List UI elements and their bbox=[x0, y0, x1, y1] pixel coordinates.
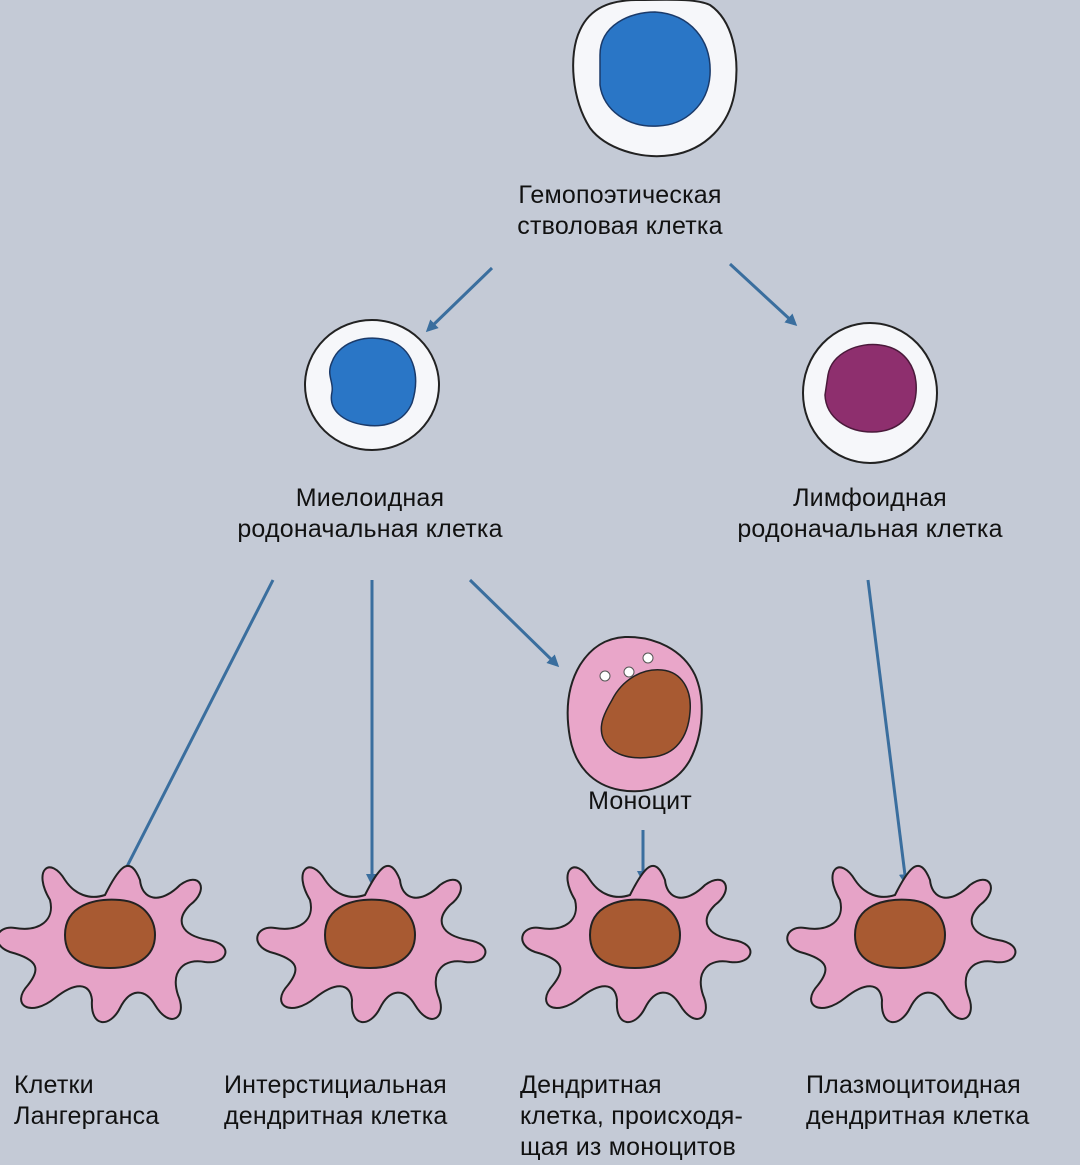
dendritic-cell-plasmacytoid bbox=[787, 866, 1015, 1022]
myeloid-label: Миелоидная родоначальная клетка bbox=[160, 483, 580, 545]
monocyte-cell bbox=[568, 637, 702, 791]
lymphoid-cell-nucleus bbox=[825, 344, 916, 432]
stem-label-line1: Гемопоэтическая bbox=[460, 180, 780, 211]
monocyte-label-text: Моноцит bbox=[560, 786, 720, 817]
interstitial-label: Интерстициальная дендритная клетка bbox=[224, 1070, 524, 1132]
dendritic-cell-langerhans bbox=[0, 866, 225, 1022]
dendritic-cell-interstitial bbox=[257, 866, 485, 1022]
monocyte-derived-label: Дендритная клетка, происходя- щая из мон… bbox=[520, 1070, 810, 1163]
dendritic-cell-monocyte-derived bbox=[522, 866, 750, 1022]
arrow-lymphoid-to-plasmacytoid bbox=[868, 580, 906, 883]
plasmacytoid-label-line1: Плазмоцитоидная bbox=[806, 1070, 1080, 1101]
myeloid-cell bbox=[305, 320, 439, 450]
arrow-stem-to-myeloid bbox=[428, 268, 492, 330]
stem-cell-nucleus bbox=[600, 12, 710, 126]
monocyte-granule bbox=[600, 671, 610, 681]
monocyte-derived-label-line3: щая из моноцитов bbox=[520, 1132, 810, 1163]
interstitial-label-line1: Интерстициальная bbox=[224, 1070, 524, 1101]
myeloid-label-line2: родоначальная клетка bbox=[160, 514, 580, 545]
lymphoid-label-line1: Лимфоидная bbox=[660, 483, 1080, 514]
langerhans-label: Клетки Лангерганса bbox=[14, 1070, 214, 1132]
lymphoid-label-line2: родоначальная клетка bbox=[660, 514, 1080, 545]
stem-label-line2: стволовая клетка bbox=[460, 211, 780, 242]
myeloid-label-line1: Миелоидная bbox=[160, 483, 580, 514]
plasmacytoid-label-line2: дендритная клетка bbox=[806, 1101, 1080, 1132]
myeloid-cell-nucleus bbox=[330, 338, 416, 426]
monocyte-derived-label-line2: клетка, происходя- bbox=[520, 1101, 810, 1132]
stem-cell bbox=[573, 0, 736, 156]
arrows bbox=[115, 264, 906, 890]
monocyte-granule bbox=[643, 653, 653, 663]
langerhans-label-line2: Лангерганса bbox=[14, 1101, 214, 1132]
arrow-myeloid-to-langerhans bbox=[115, 580, 273, 890]
lymphoid-cell bbox=[803, 323, 937, 463]
arrow-myeloid-to-monocyte bbox=[470, 580, 557, 665]
arrow-stem-to-lymphoid bbox=[730, 264, 795, 324]
monocyte-label: Моноцит bbox=[560, 786, 720, 817]
monocyte-derived-label-line1: Дендритная bbox=[520, 1070, 810, 1101]
interstitial-label-line2: дендритная клетка bbox=[224, 1101, 524, 1132]
stem-cell-label: Гемопоэтическая стволовая клетка bbox=[460, 180, 780, 242]
lymphoid-label: Лимфоидная родоначальная клетка bbox=[660, 483, 1080, 545]
plasmacytoid-label: Плазмоцитоидная дендритная клетка bbox=[806, 1070, 1080, 1132]
langerhans-label-line1: Клетки bbox=[14, 1070, 214, 1101]
monocyte-granule bbox=[624, 667, 634, 677]
